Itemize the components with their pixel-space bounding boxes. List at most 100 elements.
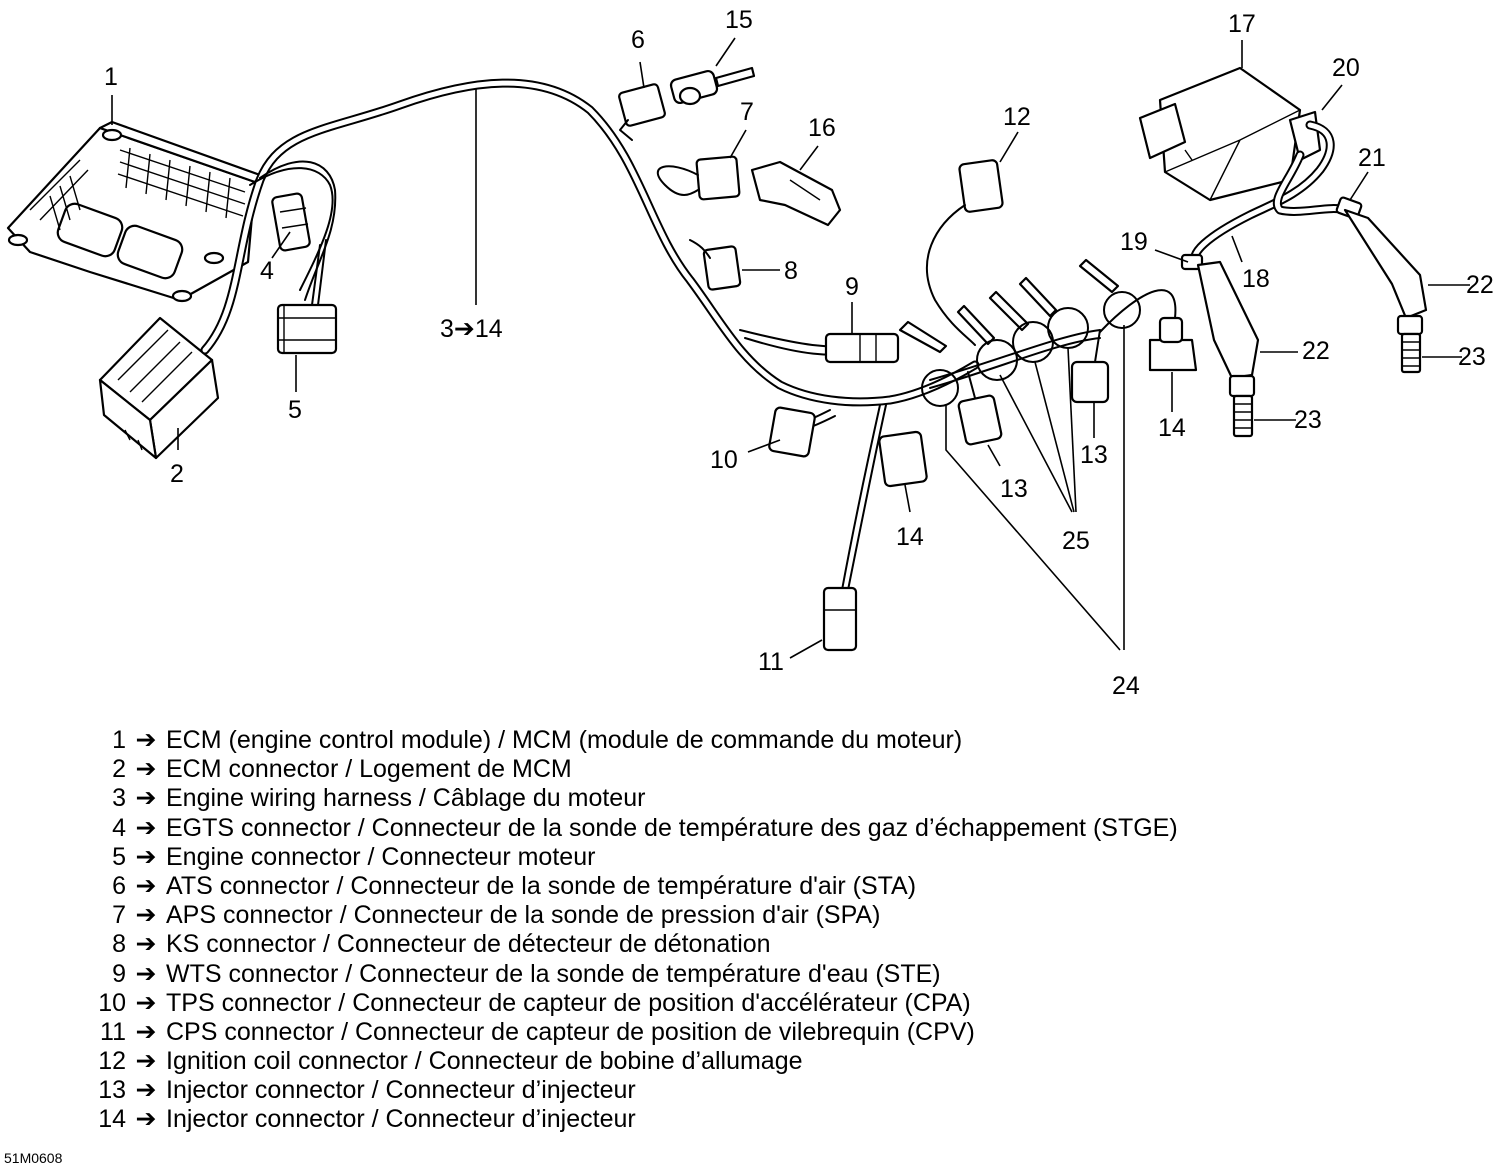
wiring-harness-diagram: 1 2 3➔14 4 5 6 7 8 9 10 11 12 13 13 14 1… — [6, 6, 1494, 700]
arrow-icon: ➔ — [135, 1047, 157, 1076]
callout-23a: 23 — [1294, 406, 1322, 434]
legend-item: 12 ➔ Ignition coil connector / Connecteur … — [90, 1047, 1430, 1076]
arrow-icon: ➔ — [135, 755, 157, 784]
legend-item-text: ATS connector / Connecteur de la sonde d… — [166, 871, 917, 900]
legend-item: 3 ➔ Engine wiring harness / Câblage du mot… — [90, 784, 1430, 813]
arrow-icon: ➔ — [135, 901, 157, 930]
injector-connector-14a — [878, 430, 928, 488]
legend-item-number: 7 — [112, 901, 126, 930]
arrow-icon: ➔ — [135, 988, 157, 1017]
callout-18: 18 — [1242, 265, 1270, 293]
legend-item-text: Injector connector / Connecteur d’inject… — [166, 1076, 636, 1105]
callout-5: 5 — [288, 396, 302, 424]
callout-6: 6 — [631, 26, 645, 54]
ignition-coil-connector — [926, 159, 1004, 346]
arrow-icon: ➔ — [135, 930, 157, 959]
tps-connector — [768, 406, 816, 458]
callout-20: 20 — [1332, 54, 1360, 82]
arrow-icon: ➔ — [135, 871, 157, 900]
legend-item-text: TPS connector / Connecteur de capteur de… — [166, 988, 971, 1017]
arrow-icon: ➔ — [135, 784, 157, 813]
engine-connector — [276, 303, 338, 355]
injector-connector-13a — [957, 371, 1003, 446]
cps-connector — [822, 586, 858, 652]
legend-item-text: WTS connector / Connecteur de la sonde d… — [166, 959, 941, 988]
spark-plug-left — [1228, 374, 1256, 438]
callout-14a: 14 — [896, 523, 924, 551]
legend-item-text: ECM connector / Logement de MCM — [166, 755, 572, 784]
arrow-icon: ➔ — [135, 1076, 157, 1105]
ecm-module — [6, 120, 262, 303]
callout-9: 9 — [845, 273, 859, 301]
figure-code: 51M0608 — [4, 1150, 63, 1166]
legend-item: 8➔KS connector / Connecteur de détecteur… — [90, 930, 1430, 959]
callout-14b: 14 — [1158, 414, 1186, 442]
legend-item-number: 6 — [112, 871, 126, 900]
callout-1: 1 — [104, 63, 118, 91]
ats-connector — [618, 83, 666, 141]
callout-16: 16 — [808, 114, 836, 142]
legend-item-number: 1 — [112, 726, 126, 754]
legend-item-number: 12 — [98, 1047, 126, 1076]
legend-item-text: Engine wiring harness / Câblage du moteu… — [166, 784, 646, 813]
legend-item-number: 4 — [112, 813, 126, 842]
spark-plug-cap-right — [1343, 208, 1428, 320]
legend-item: 7 ➔ APS connector / Connecteur de la sonde… — [90, 901, 1430, 930]
legend-item-number: 10 — [98, 988, 126, 1017]
callout-21: 21 — [1358, 144, 1386, 172]
callout-19: 19 — [1120, 228, 1148, 256]
egts-connector — [271, 192, 311, 252]
injector-connector-13b — [1070, 329, 1110, 404]
leader-lines — [111, 37, 1470, 659]
legend-item-number: 11 — [100, 1017, 126, 1046]
ecm-connector — [98, 316, 220, 460]
aps-sensor — [750, 160, 842, 227]
legend-item-text: EGTS connector / Connecteur de la sonde … — [166, 813, 1178, 842]
callout-10: 10 — [710, 446, 738, 474]
legend-item-text: APS connector / Connecteur de la sonde d… — [166, 901, 881, 930]
callout-22a: 22 — [1302, 337, 1330, 365]
callout-13b: 13 — [1080, 441, 1108, 469]
legend-item-number: 3 — [112, 784, 126, 813]
ht-leads — [1180, 120, 1363, 271]
injector-connector-14b — [1099, 289, 1198, 372]
ks-connector — [689, 239, 742, 291]
callout-13a: 13 — [1000, 475, 1028, 503]
legend-item: 1 ➔ ECM (engine control module) / MCM (mod… — [90, 726, 1430, 755]
arrow-icon: ➔ — [135, 813, 157, 842]
legend-item: 11➔CPS connector / Connecteur de capteur… — [90, 1018, 1430, 1047]
legend-item-text: Injector connector / Connecteur d’inject… — [166, 1105, 636, 1134]
callout-8: 8 — [784, 257, 798, 285]
callout-11: 11 — [758, 648, 784, 676]
legend-item-number: 5 — [112, 842, 126, 871]
harness-clips — [898, 258, 1141, 407]
callout-23b: 23 — [1458, 343, 1486, 371]
aps-connector — [657, 155, 741, 201]
legend-item-number: 9 — [112, 959, 126, 988]
callout-4: 4 — [260, 257, 274, 285]
callout-15: 15 — [725, 6, 753, 34]
callout-3-14: 3➔14 — [440, 315, 503, 343]
wts-connector — [824, 332, 900, 364]
callout-labels: 1 2 3➔14 4 5 6 7 8 9 10 11 12 13 13 14 1… — [104, 6, 1494, 700]
ats-sensor — [669, 66, 756, 106]
callout-2: 2 — [170, 460, 184, 488]
legend-item: 9 ➔ WTS connector / Connecteur de la sonde… — [90, 960, 1430, 989]
legend-item: 2➔ECM connector / Logement de MCM — [90, 755, 1430, 784]
callout-25: 25 — [1062, 527, 1090, 555]
arrow-icon: ➔ — [135, 726, 157, 754]
legend-item-text: ECM (engine control module) / MCM (modul… — [166, 726, 963, 754]
arrow-icon: ➔ — [135, 1017, 157, 1046]
legend-item: 6 ➔ ATS connector / Connecteur de la sonde… — [90, 872, 1430, 901]
legend-item: 14 ➔ Injector connector / Connecteur d’inj… — [90, 1105, 1430, 1134]
legend-item-text: Ignition coil connector / Connecteur de … — [166, 1047, 803, 1076]
callout-7: 7 — [740, 98, 754, 126]
legend-item: 13➔Injector connector / Connecteur d’inj… — [90, 1076, 1430, 1105]
arrow-icon: ➔ — [135, 959, 157, 988]
spark-plug-right — [1396, 314, 1424, 374]
legend-item-number: 8 — [112, 930, 126, 959]
legend-item-number: 14 — [98, 1105, 126, 1134]
arrow-icon: ➔ — [135, 1105, 157, 1134]
callout-24: 24 — [1112, 672, 1140, 700]
legend-item: 4 ➔ EGTS connector / Connecteur de la sond… — [90, 814, 1430, 843]
